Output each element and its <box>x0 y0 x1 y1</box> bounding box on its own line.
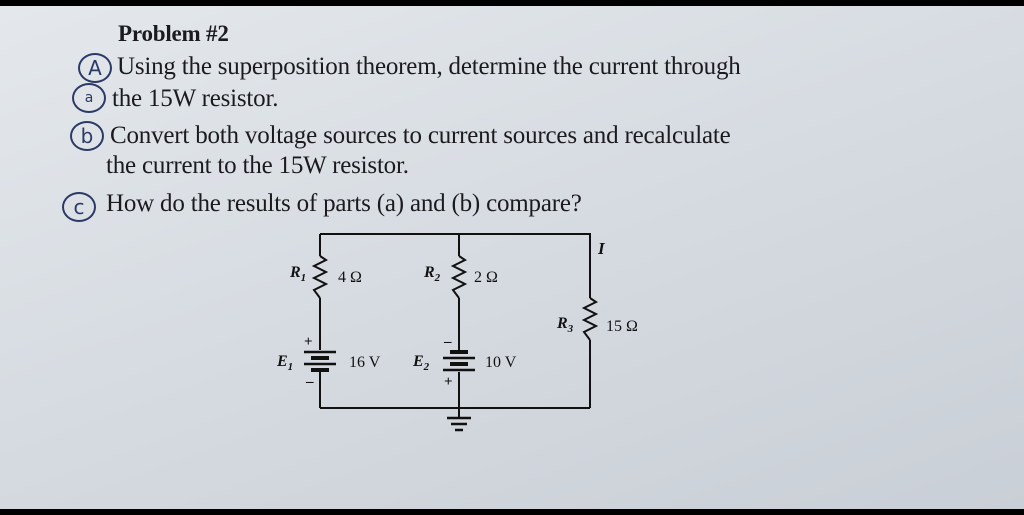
e2-label: E2 <box>412 353 430 373</box>
part-a-mark: A <box>78 53 112 83</box>
current-label: I <box>597 239 606 258</box>
r2-resistor-symbol <box>450 255 468 299</box>
part-b-mark: b <box>70 121 104 151</box>
circuit-wires <box>319 233 591 418</box>
e2-top-sign: – <box>443 334 452 350</box>
r1-label: R1 <box>289 264 306 284</box>
e1-value: 16 V <box>349 354 381 371</box>
part-a-sub-mark: a <box>72 83 106 113</box>
e2-value: 10 V <box>485 354 517 371</box>
r3-value: 15 Ω <box>606 318 638 335</box>
r3-label: R3 <box>556 315 574 335</box>
r3-resistor-symbol <box>581 297 599 341</box>
part-c-line: How do the results of parts (a) and (b) … <box>106 190 582 217</box>
e2-battery-symbol <box>443 350 475 372</box>
e2-bottom-sign: + <box>444 374 453 390</box>
e1-top-sign: + <box>304 334 313 350</box>
problem-title: Problem #2 <box>118 21 229 46</box>
part-c-mark: c <box>62 192 96 222</box>
ground-symbol <box>447 416 471 432</box>
r1-value: 4 Ω <box>338 269 362 286</box>
top-wire <box>320 233 591 298</box>
paper-sheet: Problem #2 A Using the superposition the… <box>0 6 1024 509</box>
e1-bottom-sign: – <box>305 374 314 390</box>
r2-value: 2 Ω <box>474 269 498 286</box>
part-a-line-1: Using the superposition theorem, determi… <box>117 53 741 80</box>
e1-label: E1 <box>276 353 293 373</box>
r2-label: R2 <box>423 264 441 284</box>
e1-battery-symbol <box>304 350 336 372</box>
r1-resistor-symbol <box>311 255 329 299</box>
part-b-line-2: the current to the 15W resistor. <box>106 152 409 179</box>
part-b-line-1: Convert both voltage sources to current … <box>110 122 731 149</box>
part-a-line-2: the 15W resistor. <box>112 85 279 112</box>
